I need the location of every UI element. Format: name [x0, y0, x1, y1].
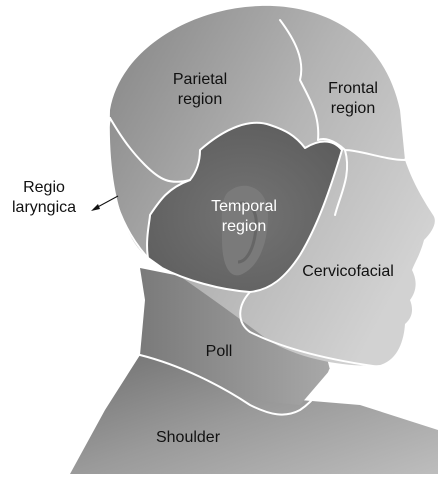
frontal-region-label: Frontal region: [318, 79, 388, 119]
shoulder-label: Shoulder: [145, 428, 231, 448]
poll-label: Poll: [196, 342, 242, 362]
callout-arrow: [91, 196, 118, 211]
temporal-region-label: Temporal region: [201, 197, 287, 237]
regio-laryngica-label: Regio laryngica: [0, 178, 88, 218]
cervicofacial-label: Cervicofacial: [292, 262, 404, 282]
parietal-region-label: Parietal region: [163, 70, 237, 110]
